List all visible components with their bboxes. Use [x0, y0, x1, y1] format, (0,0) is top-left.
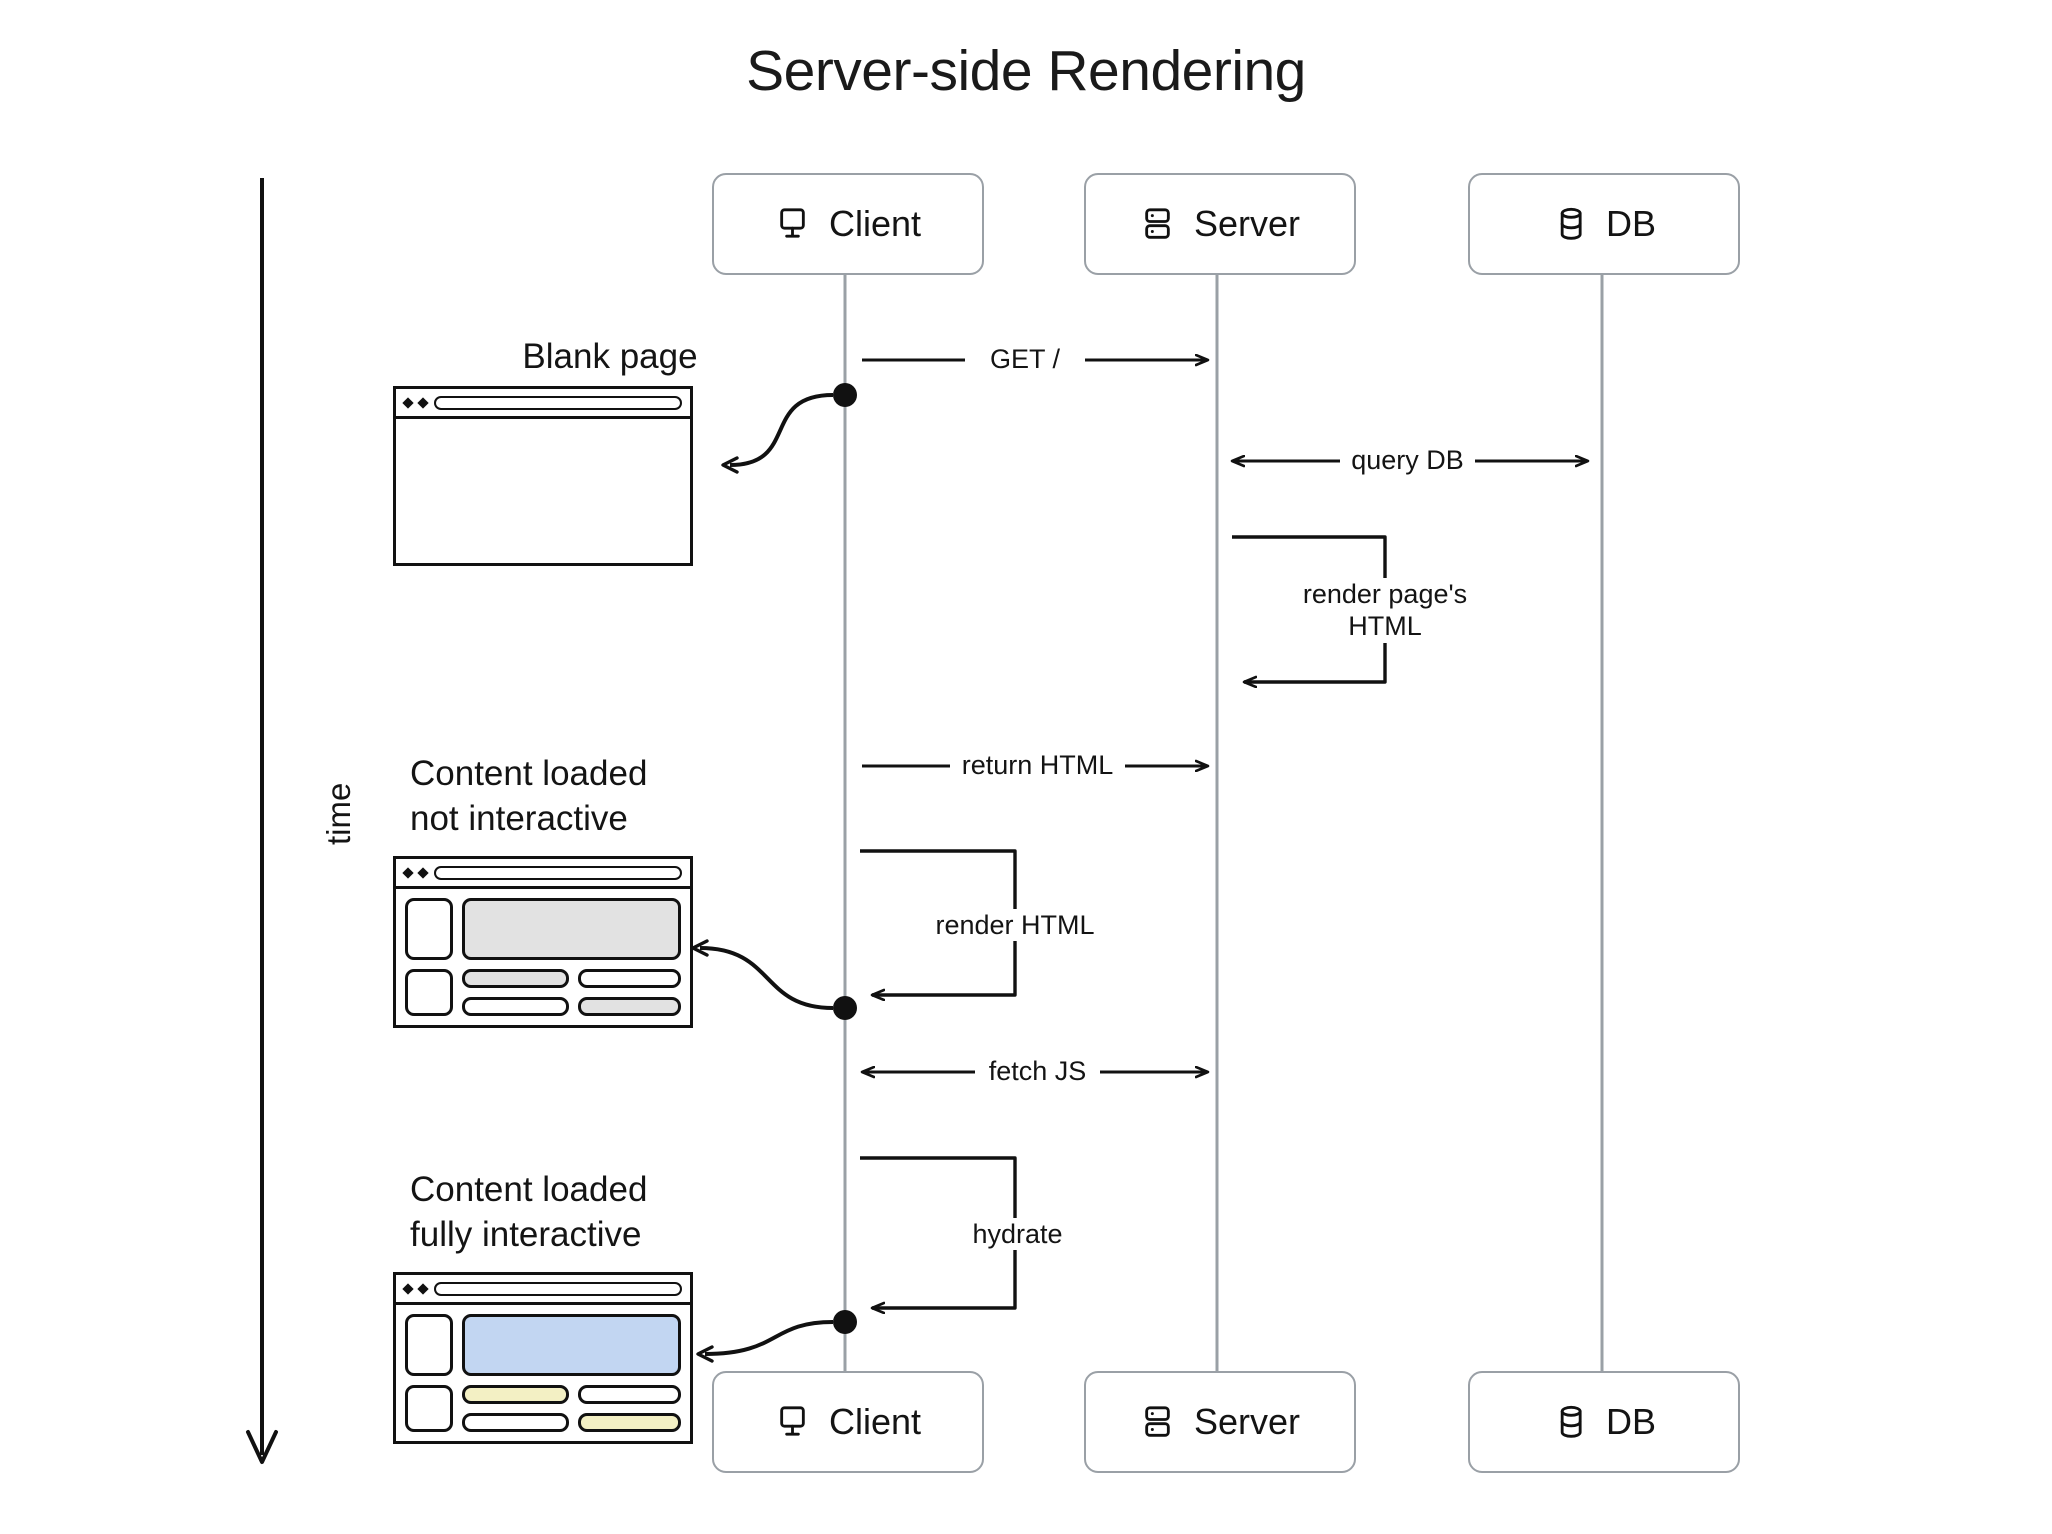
mock-row [462, 997, 681, 1016]
nav-forward-icon [417, 1282, 429, 1295]
mock-cell [578, 1385, 681, 1404]
time-axis-label: time [320, 782, 357, 845]
connector-content-fully-interactive [696, 1320, 834, 1363]
mock-row [462, 969, 681, 988]
participant-client-top[interactable]: Client [712, 173, 984, 275]
message-label-query-db: query DB [1340, 444, 1475, 477]
participant-label: DB [1605, 1401, 1656, 1442]
monitor-icon [775, 204, 815, 244]
mock-banner [462, 1314, 681, 1376]
mock-cell [578, 1413, 681, 1432]
mock-row [462, 1385, 681, 1404]
address-bar [434, 1281, 682, 1296]
mock-sidebar-bottom-block [405, 969, 453, 1016]
mock-row [462, 1413, 681, 1432]
participant-label: Server [1193, 1401, 1301, 1442]
participant-label: Client [828, 1401, 922, 1442]
mock-cell [462, 997, 570, 1016]
activation-dot-2 [833, 996, 857, 1020]
mock-cell [462, 969, 570, 988]
connector-content-not-interactive [691, 939, 834, 1010]
server-rack-icon [1140, 204, 1180, 244]
connector-blank-page [721, 393, 834, 474]
participant-label: Client [828, 203, 922, 244]
browser-chrome [396, 859, 690, 889]
participant-db-bottom[interactable]: DB [1468, 1371, 1740, 1473]
browser-mockup-content-not-interactive [393, 856, 693, 1028]
participant-db-top[interactable]: DB [1468, 173, 1740, 275]
mock-content-area [462, 1314, 681, 1432]
message-label-render-html: render HTML [920, 909, 1110, 942]
browser-mockup-blank-page [393, 386, 693, 566]
activation-dot-3 [833, 1310, 857, 1334]
nav-forward-icon [417, 396, 429, 409]
database-icon [1552, 1402, 1592, 1442]
participant-server-bottom[interactable]: Server [1084, 1371, 1356, 1473]
browser-viewport-empty [396, 419, 690, 563]
mock-sidebar-top-block [405, 1314, 453, 1376]
mock-cell [462, 1385, 570, 1404]
address-bar [434, 395, 682, 410]
activation-dot-1 [833, 383, 857, 407]
mock-content-area [462, 898, 681, 1016]
nav-forward-icon [417, 866, 429, 879]
message-label-fetch-js: fetch JS [975, 1055, 1100, 1088]
browser-mockup-content-fully-interactive [393, 1272, 693, 1444]
participant-label: Server [1193, 203, 1301, 244]
nav-back-icon [402, 1282, 414, 1295]
stage-label-blank-page: Blank page [522, 337, 698, 376]
mock-cell [578, 997, 681, 1016]
browser-viewport [396, 1305, 690, 1441]
message-label-render-page-html: render page's HTML [1290, 578, 1480, 643]
mock-sidebar-top-block [405, 898, 453, 960]
nav-back-icon [402, 396, 414, 409]
browser-viewport [396, 889, 690, 1025]
monitor-icon [775, 1402, 815, 1442]
mock-cell [462, 1413, 570, 1432]
server-rack-icon [1140, 1402, 1180, 1442]
mock-sidebar [405, 898, 453, 1016]
mock-sidebar [405, 1314, 453, 1432]
participant-label: DB [1605, 203, 1656, 244]
browser-chrome [396, 389, 690, 419]
message-label-return-html: return HTML [950, 749, 1125, 782]
browser-chrome [396, 1275, 690, 1305]
nav-back-icon [402, 866, 414, 879]
page-title: Server-side Rendering [746, 39, 1306, 103]
message-label-hydrate: hydrate [945, 1218, 1090, 1251]
address-bar [434, 865, 682, 880]
mock-cell [578, 969, 681, 988]
database-icon [1552, 204, 1592, 244]
mock-banner [462, 898, 681, 960]
mock-sidebar-bottom-block [405, 1385, 453, 1432]
stage-label-content-fully-interactive: Content loaded fully interactive [410, 1170, 648, 1254]
participant-server-top[interactable]: Server [1084, 173, 1356, 275]
stage-label-content-not-interactive: Content loaded not interactive [410, 754, 648, 838]
participant-client-bottom[interactable]: Client [712, 1371, 984, 1473]
message-label-get-root: GET / [965, 343, 1085, 376]
time-axis [246, 178, 278, 1464]
